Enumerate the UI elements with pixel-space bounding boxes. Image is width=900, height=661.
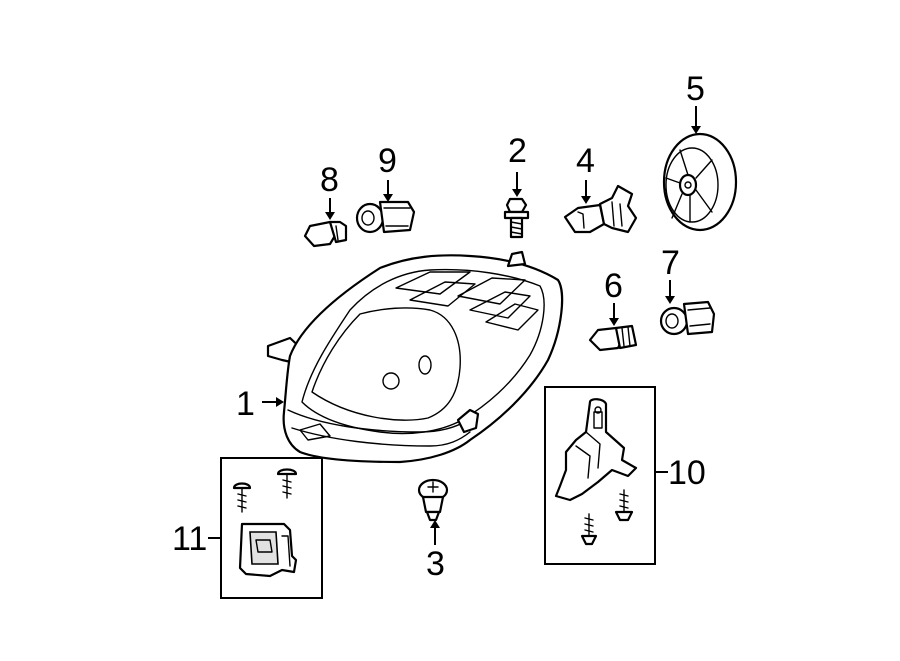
callout-5: 5 <box>686 70 705 108</box>
callout-2: 2 <box>508 132 527 170</box>
clip-fastener[interactable] <box>417 478 449 522</box>
dust-cover[interactable] <box>662 132 738 232</box>
callout-11: 11 <box>172 520 207 558</box>
fastener-kit-box[interactable] <box>220 457 323 599</box>
wedge-bulb[interactable] <box>303 220 348 248</box>
callout-8: 8 <box>320 161 339 199</box>
callout-4: 4 <box>576 142 595 180</box>
callout-9: 9 <box>378 142 397 180</box>
side-marker-bulb[interactable] <box>588 324 638 352</box>
callout-6: 6 <box>604 267 623 305</box>
bulb-socket-right[interactable] <box>659 300 716 336</box>
callout-10: 10 <box>668 454 706 492</box>
bracket-kit-box[interactable] <box>544 386 656 565</box>
bulb-socket-left[interactable] <box>355 200 416 234</box>
callout-7: 7 <box>661 244 680 282</box>
callout-3: 3 <box>426 545 445 583</box>
halogen-bulb[interactable] <box>563 184 638 234</box>
bolt[interactable] <box>503 197 530 239</box>
headlamp-assembly[interactable] <box>266 250 564 464</box>
callout-1: 1 <box>236 385 255 423</box>
